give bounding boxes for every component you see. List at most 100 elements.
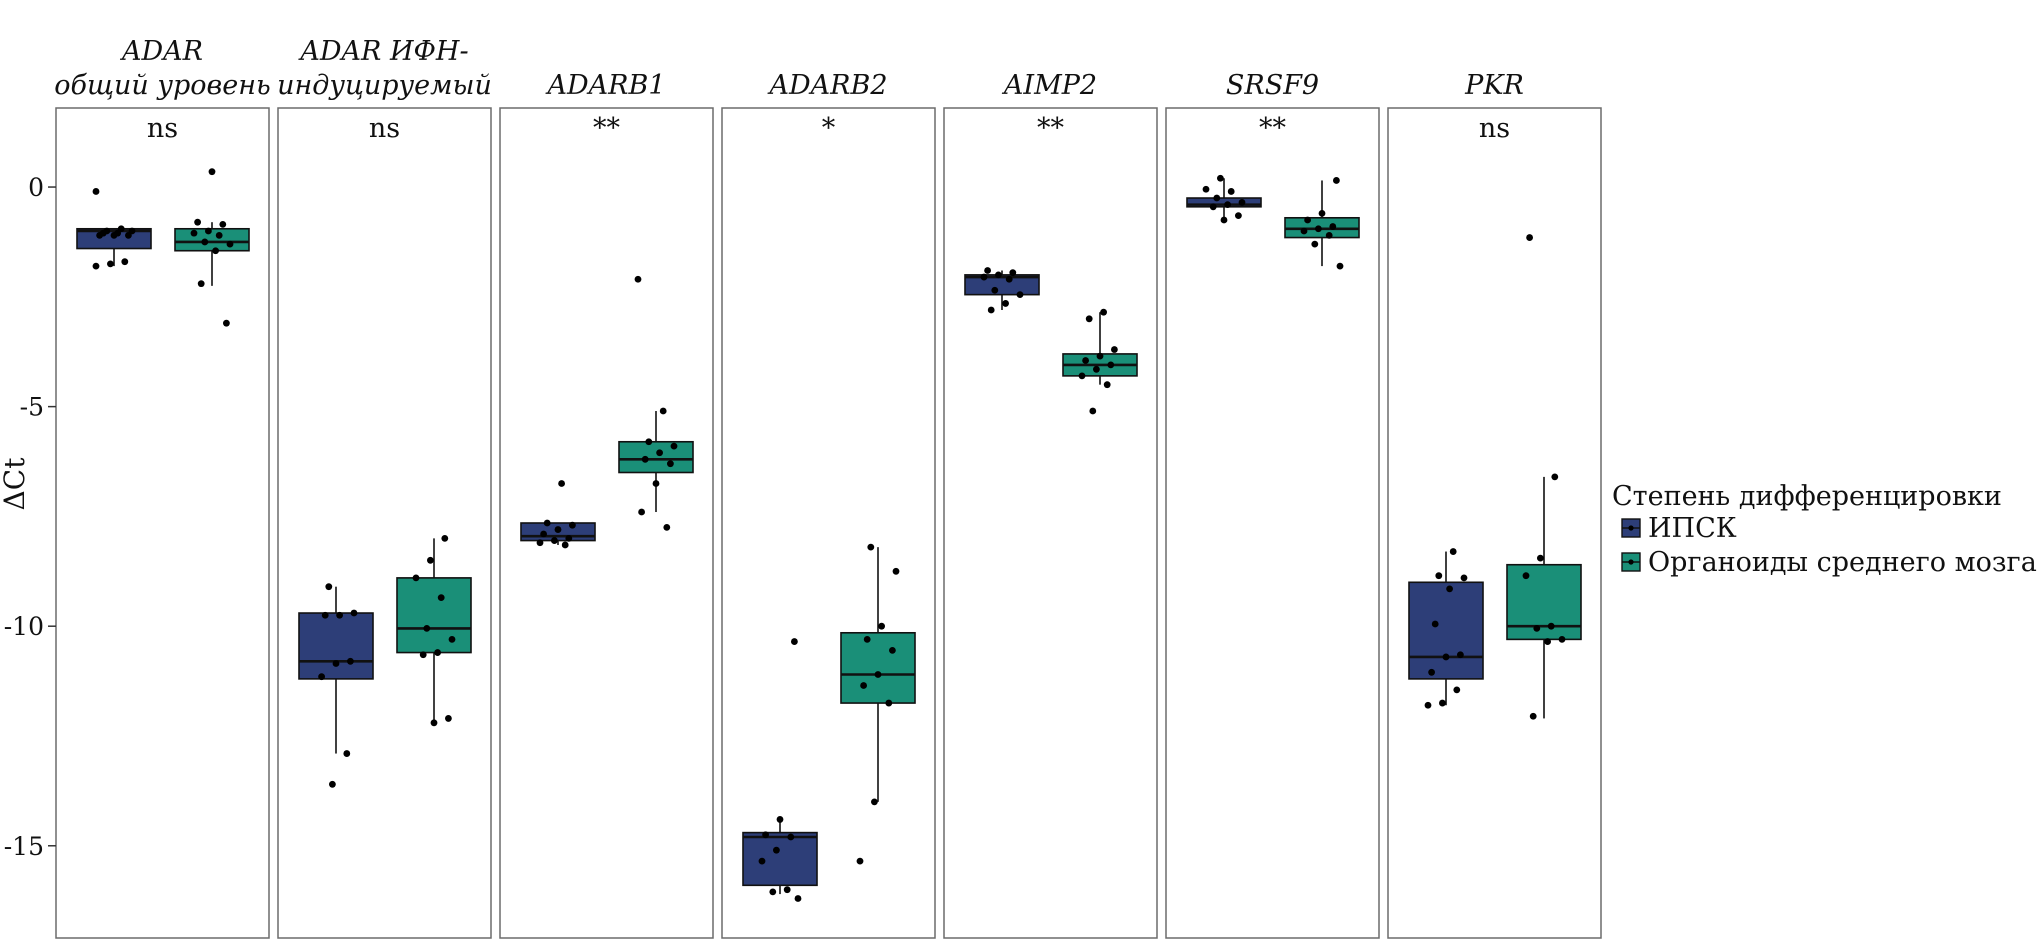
facet-panel-border <box>499 107 714 939</box>
facet-title-line: SRSF9 <box>1226 70 1319 101</box>
data-point <box>219 220 227 228</box>
data-point <box>1537 554 1544 562</box>
data-point <box>867 543 875 551</box>
data-point <box>1558 635 1566 643</box>
facet-7: PKR ns <box>1387 70 1602 939</box>
data-point <box>1460 574 1468 582</box>
box-organoids <box>1062 308 1138 415</box>
data-point <box>1085 315 1093 323</box>
data-point <box>332 660 340 667</box>
box-ipsc <box>964 267 1040 314</box>
facet-title-line: индуцируемый <box>277 70 492 101</box>
data-point <box>1202 185 1210 193</box>
data-point <box>871 798 878 806</box>
data-point <box>223 319 230 327</box>
data-point <box>1533 624 1541 632</box>
data-point <box>226 240 234 248</box>
data-point <box>758 857 766 865</box>
data-point <box>987 306 995 314</box>
data-point <box>437 594 445 602</box>
legend-swatch-point <box>1628 559 1634 565</box>
data-point <box>434 649 441 656</box>
data-point <box>1217 174 1224 182</box>
data-point <box>1093 365 1100 373</box>
box-ipsc <box>1186 174 1262 224</box>
data-point <box>448 635 456 643</box>
facet-4: ADARB2* <box>721 70 936 939</box>
data-point <box>645 438 653 446</box>
data-point <box>92 188 100 195</box>
facet-panel-border <box>1387 107 1602 939</box>
significance-label: ** <box>593 113 621 144</box>
data-point <box>1325 231 1333 239</box>
facet-title-line: ADARB1 <box>545 70 666 101</box>
facet-6: SRSF9** <box>1165 70 1380 939</box>
data-point <box>1318 209 1326 217</box>
box-organoids <box>174 168 250 327</box>
data-point <box>350 609 358 617</box>
data-point <box>536 539 544 547</box>
facet-title-line: ADAR <box>119 36 203 67</box>
data-point <box>212 247 220 255</box>
facet-panel-border <box>277 107 492 939</box>
data-point <box>419 651 427 659</box>
iqr-box <box>1506 563 1582 641</box>
box-organoids <box>840 543 916 865</box>
data-point <box>427 556 434 564</box>
box-organoids <box>1506 234 1582 720</box>
data-point <box>1238 199 1246 206</box>
facet-title-line: PKR <box>1464 70 1524 101</box>
facet-panel-border <box>943 107 1158 939</box>
data-point <box>984 267 991 274</box>
data-point <box>863 635 871 643</box>
data-point <box>889 646 896 654</box>
data-point <box>762 831 769 839</box>
data-point <box>638 508 645 516</box>
data-point <box>558 480 565 487</box>
data-point <box>874 671 882 678</box>
data-point <box>670 442 678 450</box>
data-point <box>783 886 791 894</box>
data-point <box>445 715 452 722</box>
data-point <box>1551 473 1559 481</box>
data-point <box>776 816 784 823</box>
data-point <box>565 534 573 542</box>
data-point <box>96 231 103 239</box>
data-point <box>1329 223 1337 230</box>
data-point <box>1428 668 1435 676</box>
iqr-box <box>1408 581 1484 680</box>
data-point <box>794 895 802 902</box>
data-point <box>1220 216 1228 224</box>
data-point <box>1009 269 1017 277</box>
data-point <box>641 455 649 463</box>
data-point <box>1107 361 1115 369</box>
data-point <box>878 622 885 630</box>
significance-label: ns <box>369 113 400 144</box>
data-point <box>412 574 420 582</box>
data-point <box>1103 381 1111 389</box>
facet-title-line: AIMP2 <box>1001 70 1097 101</box>
data-point <box>1311 240 1319 248</box>
data-point <box>321 611 329 619</box>
iqr-box <box>742 831 818 887</box>
data-point <box>1435 572 1443 580</box>
legend-title: Степень дифференцировки <box>1612 481 2002 512</box>
data-point <box>1526 234 1533 241</box>
data-point <box>1424 701 1432 709</box>
data-point <box>656 449 663 457</box>
data-point <box>430 719 438 727</box>
data-point <box>540 530 547 538</box>
facet-title-line: ADARB2 <box>767 70 888 101</box>
data-point <box>1336 262 1344 270</box>
data-point <box>343 750 351 757</box>
data-point <box>1235 212 1242 219</box>
significance-label: ns <box>1479 113 1510 144</box>
data-point <box>1016 291 1024 299</box>
data-point <box>1446 585 1453 593</box>
data-point <box>201 238 209 246</box>
box-organoids <box>396 534 472 727</box>
data-point <box>107 260 114 268</box>
